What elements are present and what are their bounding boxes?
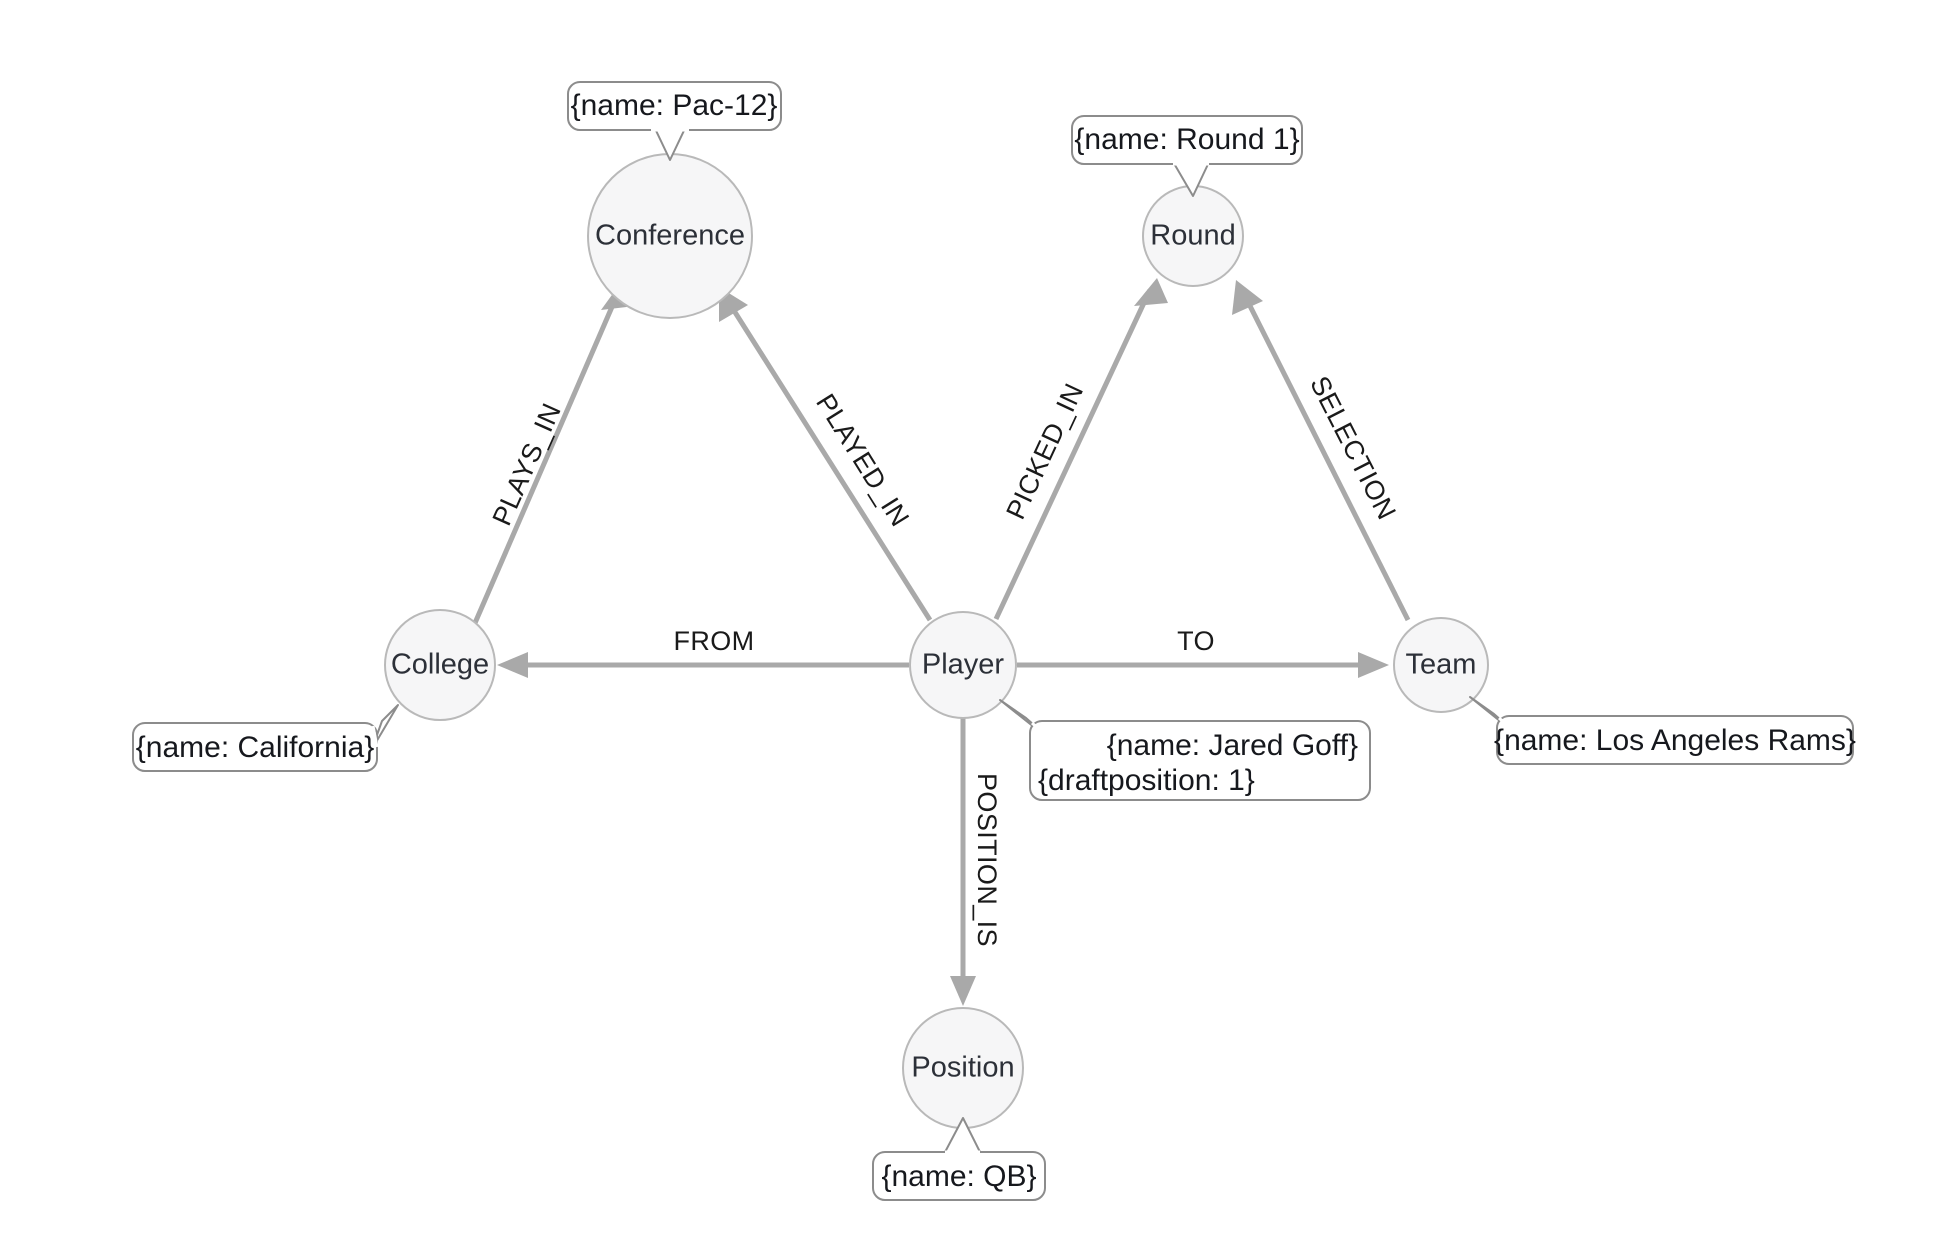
- edge-label-from: FROM: [673, 626, 754, 656]
- edge-played-in-line: [723, 296, 933, 622]
- callout-college-line-1: {name: California}: [136, 731, 374, 764]
- callout-team-line-1: {name: Los Angeles Rams}: [1494, 724, 1856, 757]
- edge-picked-in-line: [993, 288, 1153, 621]
- callout-player-line-1: {name: Jared Goff}: [1107, 729, 1358, 762]
- node-player-label: Player: [922, 649, 1005, 681]
- node-college[interactable]: College: [384, 609, 496, 721]
- edge-selection-line: [1240, 290, 1411, 622]
- node-team[interactable]: Team: [1393, 617, 1489, 713]
- edge-position-is[interactable]: POSITION_IS: [950, 718, 1002, 1006]
- callout-conference-props[interactable]: {name: Pac-12}: [567, 81, 782, 161]
- node-position-label: Position: [911, 1052, 1014, 1084]
- callout-player-pointer-mask: [1031, 721, 1058, 747]
- callout-round-line-1: {name: Round 1}: [1074, 123, 1299, 156]
- edge-to-arrowhead: [1358, 652, 1389, 678]
- callout-team-pointer-mask: [1498, 716, 1525, 742]
- edge-from-arrowhead: [497, 652, 528, 678]
- callout-college-pointer-mask: [371, 725, 379, 748]
- edge-picked-in-arrowhead: [1134, 278, 1168, 306]
- node-player[interactable]: Player: [909, 611, 1017, 719]
- callout-player-box: [1029, 720, 1371, 801]
- node-conference-label: Conference: [595, 220, 745, 252]
- edge-plays-in[interactable]: PLAYS_IN: [472, 281, 635, 624]
- node-team-circle: [1393, 617, 1489, 713]
- callout-team-box: [1496, 715, 1854, 765]
- node-player-circle: [909, 611, 1017, 719]
- edge-label-position-is: POSITION_IS: [972, 773, 1002, 947]
- edge-label-to: TO: [1177, 626, 1215, 656]
- nodes-layer: Conference Round College Player Team Pos: [384, 153, 1489, 1129]
- edge-from[interactable]: FROM: [497, 626, 909, 678]
- callout-player-props[interactable]: {name: Jared Goff} {draftposition: 1}: [999, 699, 1371, 801]
- node-college-label: College: [391, 649, 489, 681]
- edge-played-in[interactable]: PLAYED_IN: [719, 287, 933, 622]
- node-conference[interactable]: Conference: [587, 153, 753, 319]
- edge-label-plays-in: PLAYS_IN: [487, 399, 567, 530]
- callout-college-props[interactable]: {name: California}: [132, 704, 399, 772]
- callout-position-props[interactable]: {name: QB}: [872, 1117, 1046, 1201]
- node-team-label: Team: [1406, 649, 1477, 681]
- edge-position-is-arrowhead: [950, 976, 976, 1006]
- node-college-circle: [384, 609, 496, 721]
- callout-round-props[interactable]: {name: Round 1}: [1071, 115, 1303, 197]
- node-round-label: Round: [1150, 220, 1235, 252]
- edge-picked-in[interactable]: PICKED_IN: [993, 278, 1168, 621]
- callout-team-props[interactable]: {name: Los Angeles Rams}: [1469, 696, 1856, 765]
- callout-player-line-2: {draftposition: 1}: [1038, 764, 1255, 797]
- callout-position-line-1: {name: QB}: [881, 1160, 1036, 1193]
- edge-to[interactable]: TO: [1017, 626, 1389, 678]
- edge-plays-in-line: [472, 292, 621, 624]
- node-round[interactable]: Round: [1142, 185, 1244, 287]
- node-position[interactable]: Position: [902, 1007, 1024, 1129]
- callout-conference-line-1: {name: Pac-12}: [571, 89, 778, 122]
- edge-selection[interactable]: SELECTION: [1232, 280, 1411, 622]
- callouts-layer: {name: Pac-12} {name: Round 1} {name: Ca…: [132, 81, 1856, 1201]
- edge-selection-arrowhead: [1232, 280, 1263, 315]
